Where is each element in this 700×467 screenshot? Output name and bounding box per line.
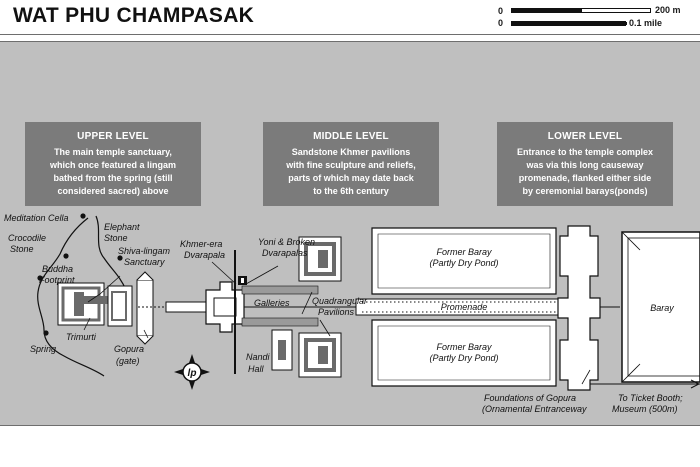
info-box-line: by ceremonial barays(ponds): [522, 186, 648, 196]
scale-bar: 0 200 m 0 0.1 mile: [498, 4, 694, 30]
hill-contour-north: [95, 215, 127, 291]
label-elephant-stone: Elephant: [104, 222, 140, 232]
label-gopura: (gate): [116, 356, 140, 366]
label-baray-east: Baray: [650, 303, 674, 313]
info-box-line: The main temple sanctuary,: [54, 147, 172, 157]
gallery-south: [241, 317, 319, 327]
scale-label-imperial: 0.1 mile: [629, 18, 663, 28]
info-box-lower-level: LOWER LEVEL Entrance to the temple compl…: [497, 122, 673, 206]
marker-spring: [43, 330, 49, 336]
leader-shiva-lingam: [87, 293, 101, 303]
info-box-line: bathed from the spring (still: [53, 173, 173, 183]
label-shiva-lingam: Shiva-lingam: [118, 246, 171, 256]
label-shiva-lingam: Sanctuary: [124, 257, 165, 267]
baray-north: [371, 227, 557, 295]
leader-pavilions-s: [319, 319, 331, 337]
label-buddha-footprint: Buddha: [42, 264, 73, 274]
label-crocodile-stone: Stone: [10, 244, 34, 254]
cross-terrace: [205, 281, 245, 333]
label-nandi-hall: Nandi: [246, 352, 271, 362]
label-elephant-stone: Stone: [104, 233, 128, 243]
label-baray-north: Former Baray: [436, 247, 492, 257]
scale-label-metric: 200 m: [655, 5, 681, 15]
info-box-line: with fine sculpture and reliefs,: [286, 160, 416, 170]
baray-south: [371, 319, 557, 387]
info-box-line: parts of which may date back: [288, 173, 414, 183]
leader-shiva-lingam-2: [99, 275, 121, 295]
leader-yoni: [245, 265, 279, 285]
label-crocodile-stone: Crocodile: [8, 233, 46, 243]
label-baray-south: Former Baray: [436, 342, 492, 352]
label-gopura: Gopura: [114, 344, 144, 354]
scale-zero-bottom: 0: [498, 18, 504, 28]
label-promenade: Promenade: [441, 302, 488, 312]
label-nandi-hall: Hall: [248, 364, 265, 374]
gopura-gate-upper: [136, 271, 166, 345]
info-box-middle-level: MIDDLE LEVEL Sandstone Khmer pavilions w…: [263, 122, 439, 206]
label-spring: Spring: [30, 344, 56, 354]
leader-gopura: [143, 329, 149, 339]
info-box-line: to the 6th century: [313, 186, 389, 196]
marker-elephant-stone: [117, 255, 123, 261]
baray-east-inner: [627, 237, 700, 377]
baray-south-inner: [377, 325, 551, 381]
label-ticket-booth: Museum (500m): [612, 404, 678, 414]
stairway: [165, 301, 207, 313]
label-baray-north: (Partly Dry Pond): [429, 258, 498, 268]
ticket-arrow-icon: [690, 379, 700, 389]
label-quadrangular: Quadrangular: [312, 296, 368, 306]
compass-logo: lp: [188, 368, 197, 379]
label-trimurti: Trimurti: [66, 332, 97, 342]
scale-zero-top: 0: [498, 6, 504, 16]
scale-bar-imperial: [511, 21, 627, 26]
label-yoni: Yoni & Broken: [258, 237, 315, 247]
label-ticket-booth: To Ticket Booth;: [618, 393, 683, 403]
upper-sanctuary: [57, 282, 133, 327]
label-khmer-dvarapala: Khmer-era: [180, 239, 222, 249]
marker-buddha-footprint: [37, 275, 43, 281]
compass-icon: lp: [174, 354, 210, 390]
baray-north-inner: [377, 233, 551, 289]
site-map: lp Meditation Cella Elephant Stone Croco…: [4, 213, 700, 414]
leader-pavilions-n: [301, 291, 313, 315]
label-yoni: Dvarapalas: [262, 248, 308, 258]
baray-east: [621, 231, 700, 383]
info-box-upper-level: UPPER LEVEL The main temple sanctuary, w…: [25, 122, 201, 206]
leader-trimurti: [83, 317, 91, 331]
label-khmer-dvarapala: Dvarapala: [184, 250, 225, 260]
info-box-line: Entrance to the temple complex: [516, 147, 654, 157]
label-foundations: Foundations of Gopura: [484, 393, 576, 403]
info-box-heading: LOWER LEVEL: [547, 131, 623, 142]
nandi-hall: [271, 329, 293, 371]
pavilion-north: [298, 236, 342, 282]
info-box-line: considered sacred) above: [57, 186, 169, 196]
label-galleries: Galleries: [254, 298, 290, 308]
info-box-line: promenade, flanked either side: [518, 173, 652, 183]
info-box-heading: UPPER LEVEL: [77, 131, 149, 142]
leader-foundations: [581, 369, 591, 385]
gallery-north: [241, 285, 319, 295]
label-meditation-cella: Meditation Cella: [4, 213, 69, 223]
marker-meditation-cella: [80, 213, 86, 219]
gopura-foundations: [557, 225, 601, 391]
info-box-line: Sandstone Khmer pavilions: [291, 147, 411, 157]
marker-crocodile-stone: [63, 253, 69, 259]
leader-dvarapala: [211, 261, 237, 285]
label-baray-south: (Partly Dry Pond): [429, 353, 498, 363]
pavilion-south: [298, 332, 342, 378]
scale-bar-metric: [511, 8, 651, 13]
info-box-line: which once featured a lingam: [49, 160, 177, 170]
map-title: WAT PHU CHAMPASAK: [13, 4, 255, 27]
label-quadrangular: Pavilions: [318, 307, 355, 317]
label-buddha-footprint: Footprint: [39, 275, 75, 285]
baray-east-corners: [621, 231, 641, 383]
info-box-heading: MIDDLE LEVEL: [313, 131, 389, 142]
map-header: WAT PHU CHAMPASAK 0 200 m 0 0.1 mile: [0, 0, 700, 35]
marker-dvarapala-glyph: [241, 278, 244, 283]
label-foundations: (Ornamental Entranceway: [482, 404, 587, 414]
hill-contour-west: [37, 217, 105, 377]
info-box-line: was via this long causeway: [526, 160, 644, 170]
